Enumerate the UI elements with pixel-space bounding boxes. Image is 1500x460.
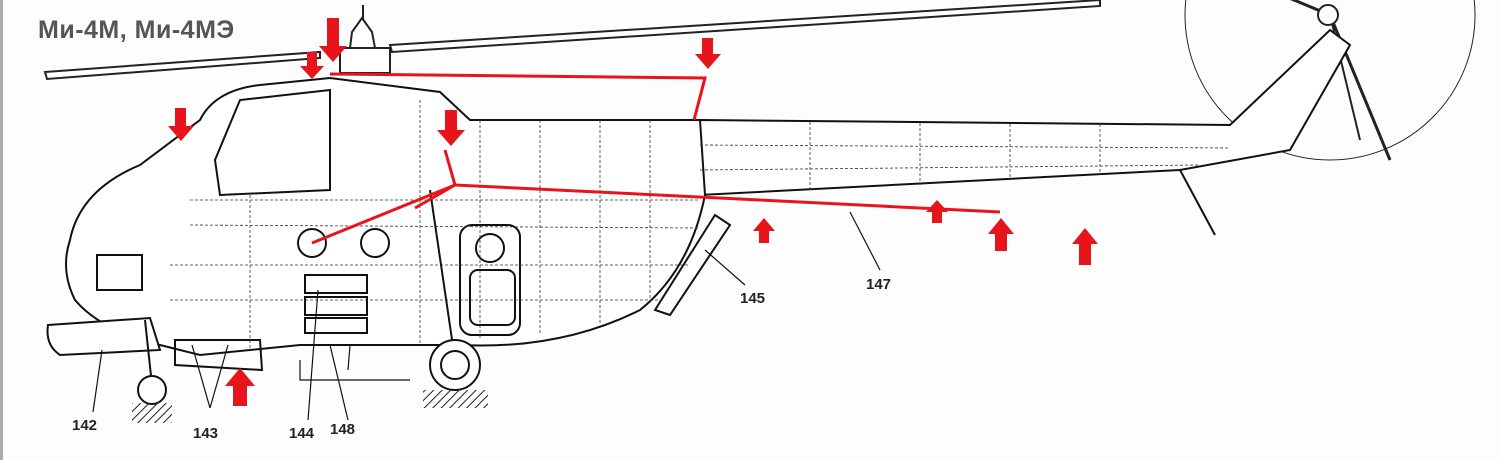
fuselage — [46, 28, 1352, 372]
arrow-down-icon — [168, 108, 194, 141]
main-rotor — [43, 0, 1101, 81]
callout-147: 147 — [866, 276, 892, 293]
callout-148: 148 — [330, 421, 356, 438]
arrow-down-icon — [437, 110, 465, 146]
callout-143: 143 — [193, 425, 219, 442]
callout-142: 142 — [72, 417, 98, 434]
arrow-up-icon — [926, 200, 948, 223]
landing-gear — [132, 169, 1216, 423]
arrow-down-icon — [695, 38, 721, 69]
arrow-up-icon — [753, 218, 775, 243]
scan-edge — [0, 0, 3, 460]
callout-145: 145 — [740, 290, 766, 307]
diagram-title: Ми-4М, Ми-4МЭ — [38, 16, 235, 44]
leader-lines — [92, 211, 881, 421]
arrow-up-icon — [1072, 228, 1098, 265]
panel-grid — [170, 100, 1231, 350]
arrow-up-icon — [988, 218, 1014, 251]
red-annotation-lines — [311, 72, 1001, 245]
arrow-down-icon — [300, 52, 324, 79]
arrow-up-icon — [225, 368, 255, 406]
red-arrows — [168, 18, 1098, 406]
arrow-down-icon — [319, 18, 347, 62]
callout-144: 144 — [289, 425, 315, 442]
